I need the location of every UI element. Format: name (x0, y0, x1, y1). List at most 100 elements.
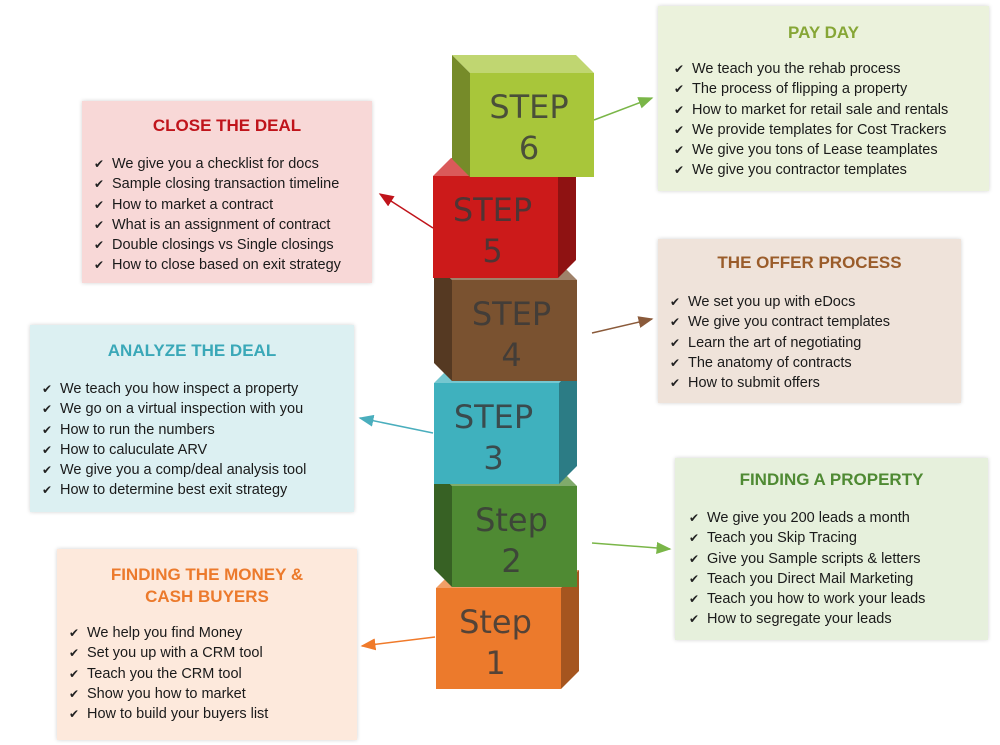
step-number: 3 (483, 439, 503, 477)
list-item: ✔ How to segregate your leads (689, 609, 988, 629)
list-item-text: How to market a contract (112, 196, 274, 213)
list-item: ✔ Teach you Skip Tracing (689, 528, 988, 548)
list-item: ✔Double closings vs Single closings (94, 235, 372, 255)
list-item: ✔ We help you find Money (69, 623, 357, 643)
list-item-text: Sample closing transaction timeline (112, 176, 340, 193)
finding-property-list: ✔ We give you 200 leads a month ✔ Teach you… (689, 508, 988, 630)
list-item: ✔ Show you how to market (69, 684, 357, 704)
list-item-text: Show you how to market (87, 685, 246, 702)
finding-money-list: ✔We help you find Money✔Set you up with … (69, 623, 357, 724)
check-icon: ✔ (670, 335, 681, 350)
arrow-step5-close (378, 193, 434, 229)
list-item: ✔ We give you a checklist for docs (94, 154, 372, 174)
list-item: ✔We go on a virtual inspection with you (42, 399, 354, 419)
list-item-text: How to caluculate ARV (60, 441, 208, 458)
check-icon: ✔ (674, 102, 685, 117)
list-item-text: How to segregate your leads (707, 611, 892, 628)
close-deal-title: CLOSE THE DEAL (152, 116, 302, 135)
list-item-text: We set you up with eDocs (688, 294, 856, 310)
list-item-text: We help you find Money (87, 625, 243, 641)
list-item: ✔ How to determine best exit strategy (42, 480, 354, 500)
check-icon: ✔ (674, 122, 685, 137)
check-icon: ✔ (69, 666, 80, 681)
pay-day-title: PAY DAY (788, 23, 859, 42)
cube-face (452, 55, 594, 73)
list-item-text: How to market for retail sale and rental… (692, 101, 949, 118)
check-icon: ✔ (94, 177, 105, 192)
arrow-step2-property (591, 541, 672, 554)
list-item: ✔We give you contract templates (670, 312, 961, 332)
cube-face (434, 468, 452, 587)
list-item-text: We give you a comp/deal analysis tool (60, 462, 307, 479)
close-deal-box: CLOSE THE DEAL ✔ We give you a checklist … (82, 101, 372, 283)
check-icon: ✔ (689, 531, 700, 546)
list-item-text: We give you contractor templates (692, 162, 907, 179)
cube-face (558, 158, 576, 278)
offer-process-title: THE OFFER PROCESS (717, 253, 902, 272)
check-icon: ✔ (94, 197, 105, 212)
check-icon: ✔ (42, 483, 53, 498)
check-icon: ✔ (674, 143, 685, 158)
close-deal-list: ✔ We give you a checklist for docs ✔ Sample… (94, 154, 372, 276)
check-icon: ✔ (42, 422, 53, 437)
cube-face (452, 55, 470, 177)
list-item-text: Learn the art of negotiating (688, 334, 862, 351)
cube-front-face (470, 73, 594, 177)
list-item-text: Teach you Skip Tracing (707, 530, 857, 547)
check-icon: ✔ (42, 402, 53, 417)
analyze-deal-box: ANALYZE THE DEAL ✔We teach you how inspe… (30, 325, 354, 512)
cube-front-face (452, 280, 577, 381)
list-item: ✔We give you contractor templates (674, 160, 989, 180)
list-item: ✔How to submit offers (670, 373, 961, 393)
list-item-text: Teach you Direct Mail Marketing (707, 570, 914, 587)
arrow-step3-analyze (358, 414, 434, 434)
check-icon: ✔ (69, 686, 80, 701)
check-icon: ✔ (689, 592, 700, 607)
list-item-text: Give you Sample scripts & letters (707, 550, 921, 567)
list-item-text: How to close based on exit strategy (112, 257, 341, 274)
cube-face (559, 365, 577, 484)
list-item-text: We teach you the rehab process (692, 61, 901, 77)
arrow-step4-offer (591, 316, 654, 334)
check-icon: ✔ (94, 157, 105, 171)
arrow-step1-money (360, 636, 436, 651)
check-icon: ✔ (670, 355, 681, 370)
check-icon: ✔ (689, 612, 700, 627)
list-item-text: We give you a checklist for docs (112, 156, 319, 172)
list-item-text: We give you contract templates (688, 314, 891, 331)
list-item: ✔ How to market a contract (94, 195, 372, 215)
list-item-text: We provide templates for Cost Trackers (692, 121, 947, 138)
check-icon: ✔ (42, 382, 53, 396)
list-item: ✔Set you up with a CRM tool (69, 643, 357, 663)
finding-property-box: FINDING A PROPERTY ✔ We give you 200 lead… (675, 458, 988, 640)
step-label: STEP (453, 191, 532, 229)
list-item: ✔ How to caluculate ARV (42, 440, 354, 460)
list-item: ✔Teach you the CRM tool (69, 664, 357, 684)
arrow-step6-payday (593, 97, 654, 121)
list-item: ✔ How to market for retail sale and renta… (674, 100, 989, 120)
list-item: ✔Give you Sample scripts & letters (689, 549, 988, 569)
step-number: 2 (501, 542, 521, 580)
list-item-text: Set you up with a CRM tool (87, 645, 263, 662)
list-item: ✔ Teach you how to work your leads (689, 589, 988, 609)
list-item-text: What is an assignment of contract (112, 216, 331, 233)
check-icon: ✔ (42, 442, 53, 457)
finding-money-box: FINDING THE MONEY & CASH BUYERS ✔We help… (57, 549, 357, 740)
check-icon: ✔ (69, 626, 80, 640)
step-label: STEP (454, 398, 533, 436)
list-item-text: We teach you how inspect a property (60, 381, 299, 397)
list-item-text: How to determine best exit strategy (60, 482, 288, 499)
list-item: ✔What is an assignment of contract (94, 215, 372, 235)
list-item: ✔How to run the numbers (42, 420, 354, 440)
list-item: ✔ We provide templates for Cost Trackers (674, 120, 989, 140)
list-item-text: We give you 200 leads a month (707, 510, 910, 526)
list-item-text: How to build your buyers list (87, 706, 269, 723)
step-label: STEP (472, 295, 551, 333)
list-item: ✔ Learn the art of negotiating (670, 333, 961, 353)
list-item-text: Teach you how to work your leads (707, 591, 926, 608)
finding-property-title: FINDING A PROPERTY (739, 470, 924, 489)
list-item: ✔ Sample closing transaction timeline (94, 174, 372, 194)
